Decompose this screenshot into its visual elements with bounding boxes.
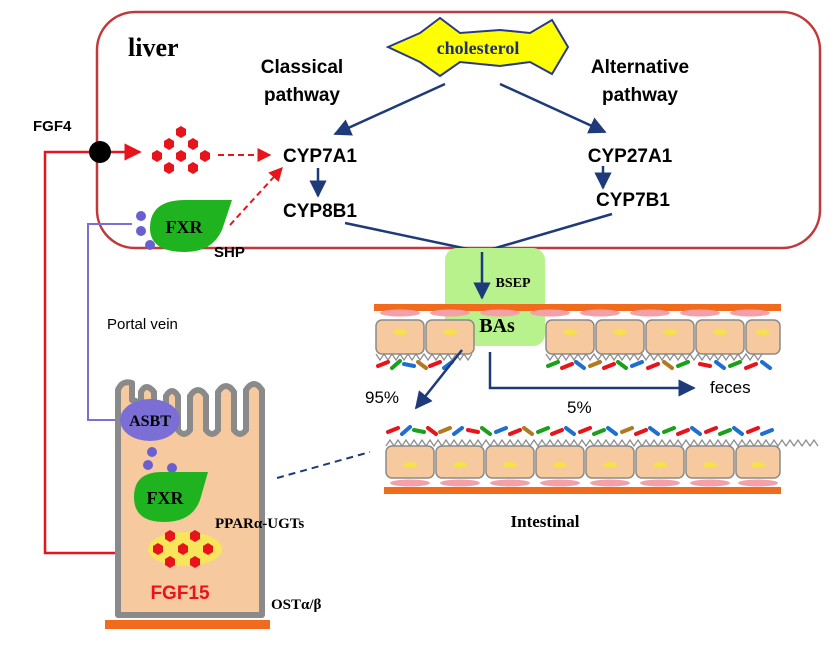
villus-to-lumen-dashed-link [276, 451, 371, 479]
dashed-arrow-shp-to-cyp7a1 [229, 166, 283, 226]
lumen-bile-acid-particles-upper [376, 359, 772, 370]
ost-label: OSTα/β [271, 597, 322, 613]
fgf15-label: FGF15 [150, 583, 210, 604]
lower-intestine-epithelium [384, 425, 819, 494]
asbt-label: ASBT [129, 413, 171, 430]
upper-intestine-epithelium [374, 304, 781, 362]
intestinal-label: Intestinal [511, 512, 580, 531]
arrow-bas-to-reabsorption [414, 349, 463, 410]
cyp7a1-label: CYP7A1 [283, 146, 357, 167]
bsep-label: BSEP [495, 276, 530, 291]
alternative-pathway-label-1: Alternative [591, 57, 689, 78]
fxr-liver-shape [150, 200, 232, 252]
fgf-hexagon-cluster-liver [152, 126, 210, 174]
portal-vein-label: Portal vein [107, 316, 178, 333]
percent-5-label: 5% [567, 398, 592, 417]
arrow-bas-to-feces [488, 352, 696, 397]
cyp27a1-label: CYP27A1 [588, 146, 673, 167]
line-cyp8b1-to-junction [344, 221, 483, 254]
cholesterol-star [385, 16, 570, 78]
shp-label: SHP [214, 244, 245, 261]
arrow-cholesterol-to-cyp27a1 [499, 82, 607, 134]
arrow-cholesterol-to-cyp7a1 [333, 82, 446, 136]
cyp8b1-label: CYP8B1 [283, 201, 357, 222]
bas-label: BAs [479, 315, 515, 337]
classical-pathway-label-1: Classical [261, 57, 343, 78]
fgf15-to-liver-signal-line [43, 150, 148, 555]
ppar-ugts-label: PPARα-UGTs [215, 516, 304, 532]
percent-95-label: 95% [365, 388, 399, 407]
alternative-pathway-label-2: pathway [602, 85, 678, 106]
fxr-liver-label: FXR [166, 217, 204, 237]
portal-vein-line [87, 223, 132, 421]
line-cyp7b1-to-junction [481, 212, 613, 254]
villus-base-membrane [105, 620, 270, 629]
fxr-intestine-shape [134, 472, 208, 522]
fgf4-label: FGF4 [33, 118, 72, 135]
bile-acid-dots-liver [136, 211, 155, 250]
fgf4-junction-dot [89, 141, 111, 163]
feces-label: feces [710, 378, 751, 397]
liver-label: liver [128, 33, 179, 62]
bile-acid-dots-intestine [143, 447, 177, 473]
fgf15-hexagon-cluster [153, 530, 213, 568]
fxr-intestine-label: FXR [147, 488, 185, 508]
asbt-transporter [120, 399, 180, 441]
cholesterol-label: cholesterol [437, 38, 520, 58]
cyp7b1-label: CYP7B1 [596, 190, 670, 211]
classical-pathway-label-2: pathway [264, 85, 340, 106]
